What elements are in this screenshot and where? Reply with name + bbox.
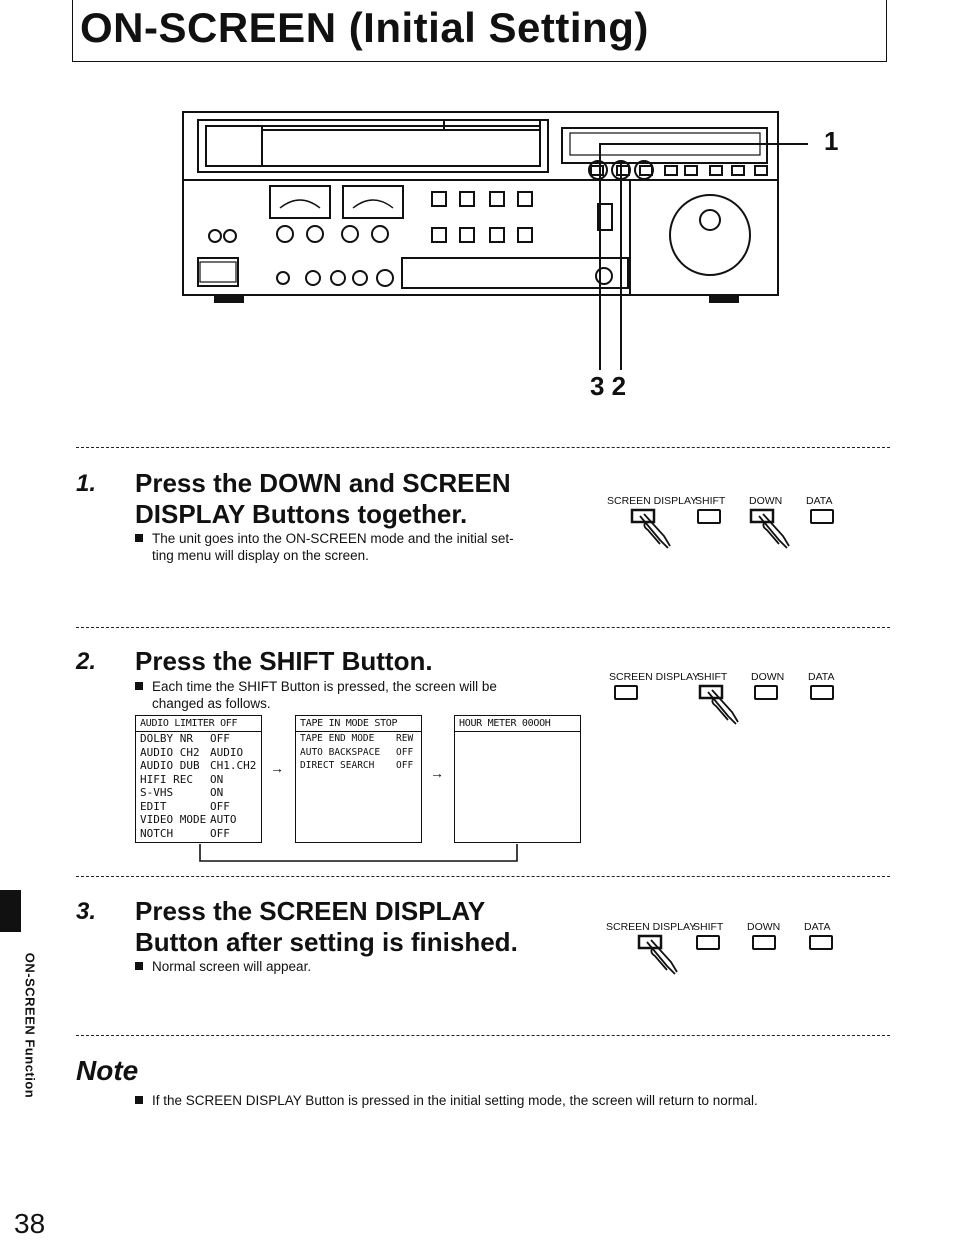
step-3-number: 3. <box>76 898 97 925</box>
callout-3-2: 3 2 <box>590 371 626 401</box>
step-2-title: Press the SHIFT Button. <box>135 646 433 676</box>
bullet-square <box>135 962 143 970</box>
pressing-hand-icon <box>630 508 671 549</box>
divider <box>76 876 890 877</box>
label-shift: SHIFT <box>695 495 726 507</box>
label-down: DOWN <box>751 671 785 683</box>
arrow-icon: → <box>270 760 284 776</box>
menu-2-header: TAPE IN MODE STOP <box>296 716 421 732</box>
divider <box>76 447 890 448</box>
step-3-bullet: Normal screen will appear. <box>135 958 311 975</box>
label-data: DATA <box>804 921 831 933</box>
data-button[interactable] <box>810 685 834 700</box>
menu-3-header: HOUR METER 00OOH <box>455 716 580 732</box>
bullet-square <box>135 1096 143 1104</box>
data-button[interactable] <box>809 935 833 950</box>
page-title: ON-SCREEN (Initial Setting) <box>80 4 649 51</box>
down-button[interactable] <box>752 935 776 950</box>
step-1-bullet-line2: ting menu will display on the screen. <box>152 548 369 563</box>
step-2-bullet-line1: Each time the SHIFT Button is pressed, t… <box>152 679 497 694</box>
step-3-title-line2: Button after setting is finished. <box>135 927 518 957</box>
step-3-bullet-line1: Normal screen will appear. <box>152 959 312 974</box>
bullet-square <box>135 534 143 542</box>
page-number: 38 <box>14 1208 46 1239</box>
menu-1-header: AUDIO LIMITER OFF <box>136 716 261 732</box>
step-1-number: 1. <box>76 470 97 497</box>
pressing-hand-icon <box>749 508 790 549</box>
section-tab-marker <box>0 890 21 932</box>
note-title: Note <box>76 1055 139 1086</box>
callout-1: 1 <box>824 126 838 156</box>
arrow-icon: → <box>430 765 444 781</box>
label-data: DATA <box>808 671 835 683</box>
step-2-bullet-line2: changed as follows. <box>152 696 271 711</box>
step-1-title-line1: Press the DOWN and SCREEN <box>135 468 511 498</box>
label-down: DOWN <box>747 921 781 933</box>
step-1-bullet: The unit goes into the ON-SCREEN mode an… <box>135 530 514 547</box>
step-1-title-line2: DISPLAY Buttons together. <box>135 499 468 529</box>
pressing-hand-icon <box>637 934 678 975</box>
divider <box>76 627 890 628</box>
label-screen-display: SCREEN DISPLAY <box>609 671 700 683</box>
screen-display-button[interactable] <box>614 685 638 700</box>
label-shift: SHIFT <box>697 671 728 683</box>
pressing-hand-icon <box>698 684 739 725</box>
down-button[interactable] <box>754 685 778 700</box>
bullet-square <box>135 682 143 690</box>
note-text: If the SCREEN DISPLAY Button is pressed … <box>152 1093 758 1108</box>
return-loop-line <box>199 844 518 862</box>
label-shift: SHIFT <box>693 921 724 933</box>
label-screen-display: SCREEN DISPLAY <box>607 495 698 507</box>
step-2-bullet: Each time the SHIFT Button is pressed, t… <box>135 678 497 695</box>
label-down: DOWN <box>749 495 783 507</box>
step-1-bullet-line1: The unit goes into the ON-SCREEN mode an… <box>152 531 514 546</box>
section-sidebar-label: ON-SCREEN Function <box>22 952 38 1099</box>
vcr-front-panel-diagram: 1 3 2 <box>182 111 838 401</box>
label-screen-display: SCREEN DISPLAY <box>606 921 697 933</box>
step-3-title-line1: Press the SCREEN DISPLAY <box>135 896 486 926</box>
menu-screen-3: HOUR METER 00OOH <box>454 715 581 843</box>
note-bullet: If the SCREEN DISPLAY Button is pressed … <box>135 1092 758 1109</box>
shift-button[interactable] <box>696 935 720 950</box>
divider <box>76 1035 890 1036</box>
label-data: DATA <box>806 495 833 507</box>
data-button[interactable] <box>810 509 834 524</box>
title-frame <box>72 0 887 62</box>
shift-button[interactable] <box>697 509 721 524</box>
step-2-number: 2. <box>76 648 97 675</box>
